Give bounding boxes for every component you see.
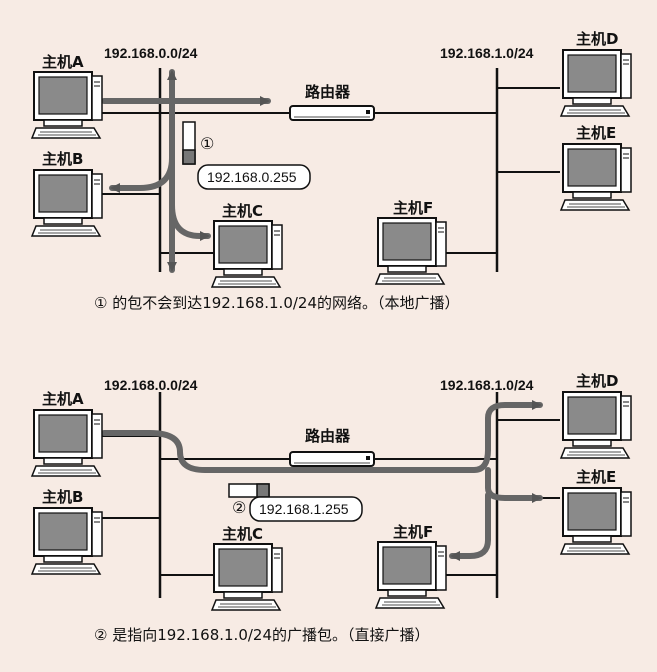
host-c-label: 主机C (222, 202, 263, 220)
computer-icon (375, 217, 447, 285)
host-b-label: 主机B (42, 150, 83, 168)
caption: ② 是指向192.168.1.0/24的广播包。（直接广播） (94, 626, 430, 644)
router-icon (289, 451, 375, 467)
broadcast-flow (101, 400, 543, 561)
host-f-label: 主机F (393, 523, 433, 541)
computer-icon (375, 541, 447, 609)
host-c-label: 主机C (222, 525, 263, 543)
step-marker: ② (232, 498, 246, 517)
host-f: 主机F (375, 199, 447, 285)
diagram-local-broadcast: 路由器 ① 192.168.0.255 192.168.0.0/24 192.1… (31, 30, 632, 312)
host-d: 主机D (560, 372, 632, 459)
caption: ① 的包不会到达192.168.1.0/24的网络。（本地广播） (94, 294, 460, 312)
host-e: 主机E (560, 124, 632, 211)
router-label: 路由器 (305, 427, 351, 445)
packet-address-box (249, 496, 363, 522)
packet-address: 192.168.1.255 (259, 501, 349, 517)
host-a: 主机A (31, 53, 103, 139)
host-e-label: 主机E (576, 124, 616, 142)
host-b: 主机B (31, 488, 103, 575)
computer-icon (211, 543, 283, 611)
broadcast-flow (101, 69, 271, 273)
host-e-label: 主机E (576, 468, 616, 486)
host-b: 主机B (31, 150, 103, 237)
host-d: 主机D (560, 30, 632, 117)
host-c: 主机C (211, 202, 283, 288)
host-a-label: 主机A (42, 53, 84, 71)
network-right-label: 192.168.1.0/24 (440, 377, 534, 393)
network-right-label: 192.168.1.0/24 (440, 45, 534, 61)
host-f-label: 主机F (393, 199, 433, 217)
host-b-label: 主机B (42, 488, 83, 506)
computer-icon (31, 71, 103, 139)
host-d-label: 主机D (576, 30, 618, 48)
host-d-label: 主机D (576, 372, 618, 390)
host-a-label: 主机A (42, 390, 84, 408)
host-a: 主机A (31, 390, 103, 477)
computer-icon (31, 409, 103, 477)
network-left-label: 192.168.0.0/24 (104, 377, 198, 393)
computer-icon (560, 49, 632, 117)
computer-icon (211, 220, 283, 288)
host-e: 主机E (560, 468, 632, 555)
computer-icon (31, 169, 103, 237)
step-marker: ① (200, 134, 214, 153)
computer-icon (560, 143, 632, 211)
router-icon (289, 105, 375, 121)
host-c: 主机C (211, 525, 283, 611)
network-left-label: 192.168.0.0/24 (104, 45, 198, 61)
computer-icon (31, 507, 103, 575)
router-label: 路由器 (305, 83, 351, 101)
computer-icon (560, 391, 632, 459)
diagram-directed-broadcast: 路由器 ② 192.168.1.255 192.168.0.0/24 192.1… (31, 372, 632, 644)
computer-icon (560, 487, 632, 555)
host-f: 主机F (375, 523, 447, 609)
packet-address-box (197, 164, 311, 190)
packet-address: 192.168.0.255 (207, 169, 297, 185)
